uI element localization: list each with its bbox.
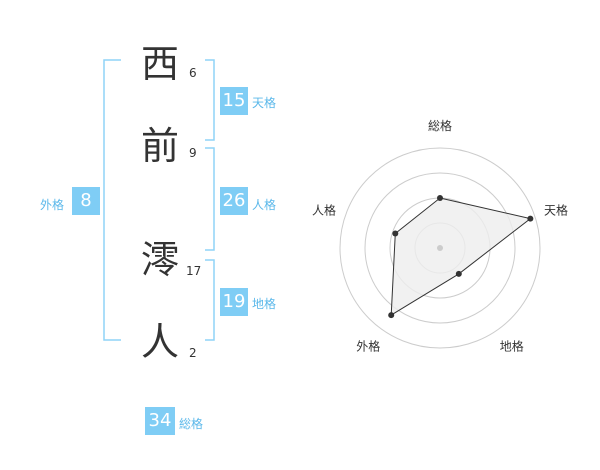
outer-bracket [103, 59, 121, 341]
soukaku-label: 総格 [179, 417, 204, 431]
radar-point-4 [392, 230, 399, 237]
chikaku-bracket [205, 259, 215, 341]
name-char-3: 澪 [140, 238, 179, 282]
jinkaku-bracket [205, 147, 215, 251]
name-char-4: 人 [140, 320, 179, 364]
gaikaku-value: 8 [72, 187, 100, 215]
stroke-count-2: 9 [189, 146, 197, 160]
tenkaku-bracket [205, 59, 215, 141]
stroke-count-1: 6 [189, 66, 197, 80]
radar-axis-label-0: 総格 [428, 118, 452, 133]
name-char-1: 西 [140, 42, 179, 86]
gaikaku-label: 外格 [40, 198, 65, 212]
radar-point-3 [388, 312, 395, 319]
radar-ring-4 [339, 147, 541, 349]
chikaku-value: 19 [220, 288, 248, 316]
radar-axis-label-4: 人格 [312, 202, 336, 217]
radar-point-2 [455, 270, 462, 277]
radar-axis-label-1: 天格 [544, 202, 568, 217]
jinkaku-value: 26 [220, 187, 248, 215]
tenkaku-value: 15 [220, 87, 248, 115]
name-char-2: 前 [140, 124, 179, 168]
radar-axis-label-2: 地格 [500, 339, 524, 354]
tenkaku-label: 天格 [252, 96, 277, 110]
radar-axis-label-3: 外格 [356, 339, 380, 354]
stroke-count-3: 17 [186, 264, 202, 278]
radar-point-1 [527, 215, 534, 222]
radar-point-0 [437, 195, 443, 201]
radar-center [437, 245, 443, 251]
stroke-count-4: 2 [189, 346, 197, 360]
radar-polygon [390, 197, 532, 317]
jinkaku-label: 人格 [252, 198, 277, 212]
soukaku-value: 34 [145, 407, 175, 435]
chikaku-label: 地格 [252, 297, 277, 311]
radar-ring-3 [364, 172, 516, 324]
